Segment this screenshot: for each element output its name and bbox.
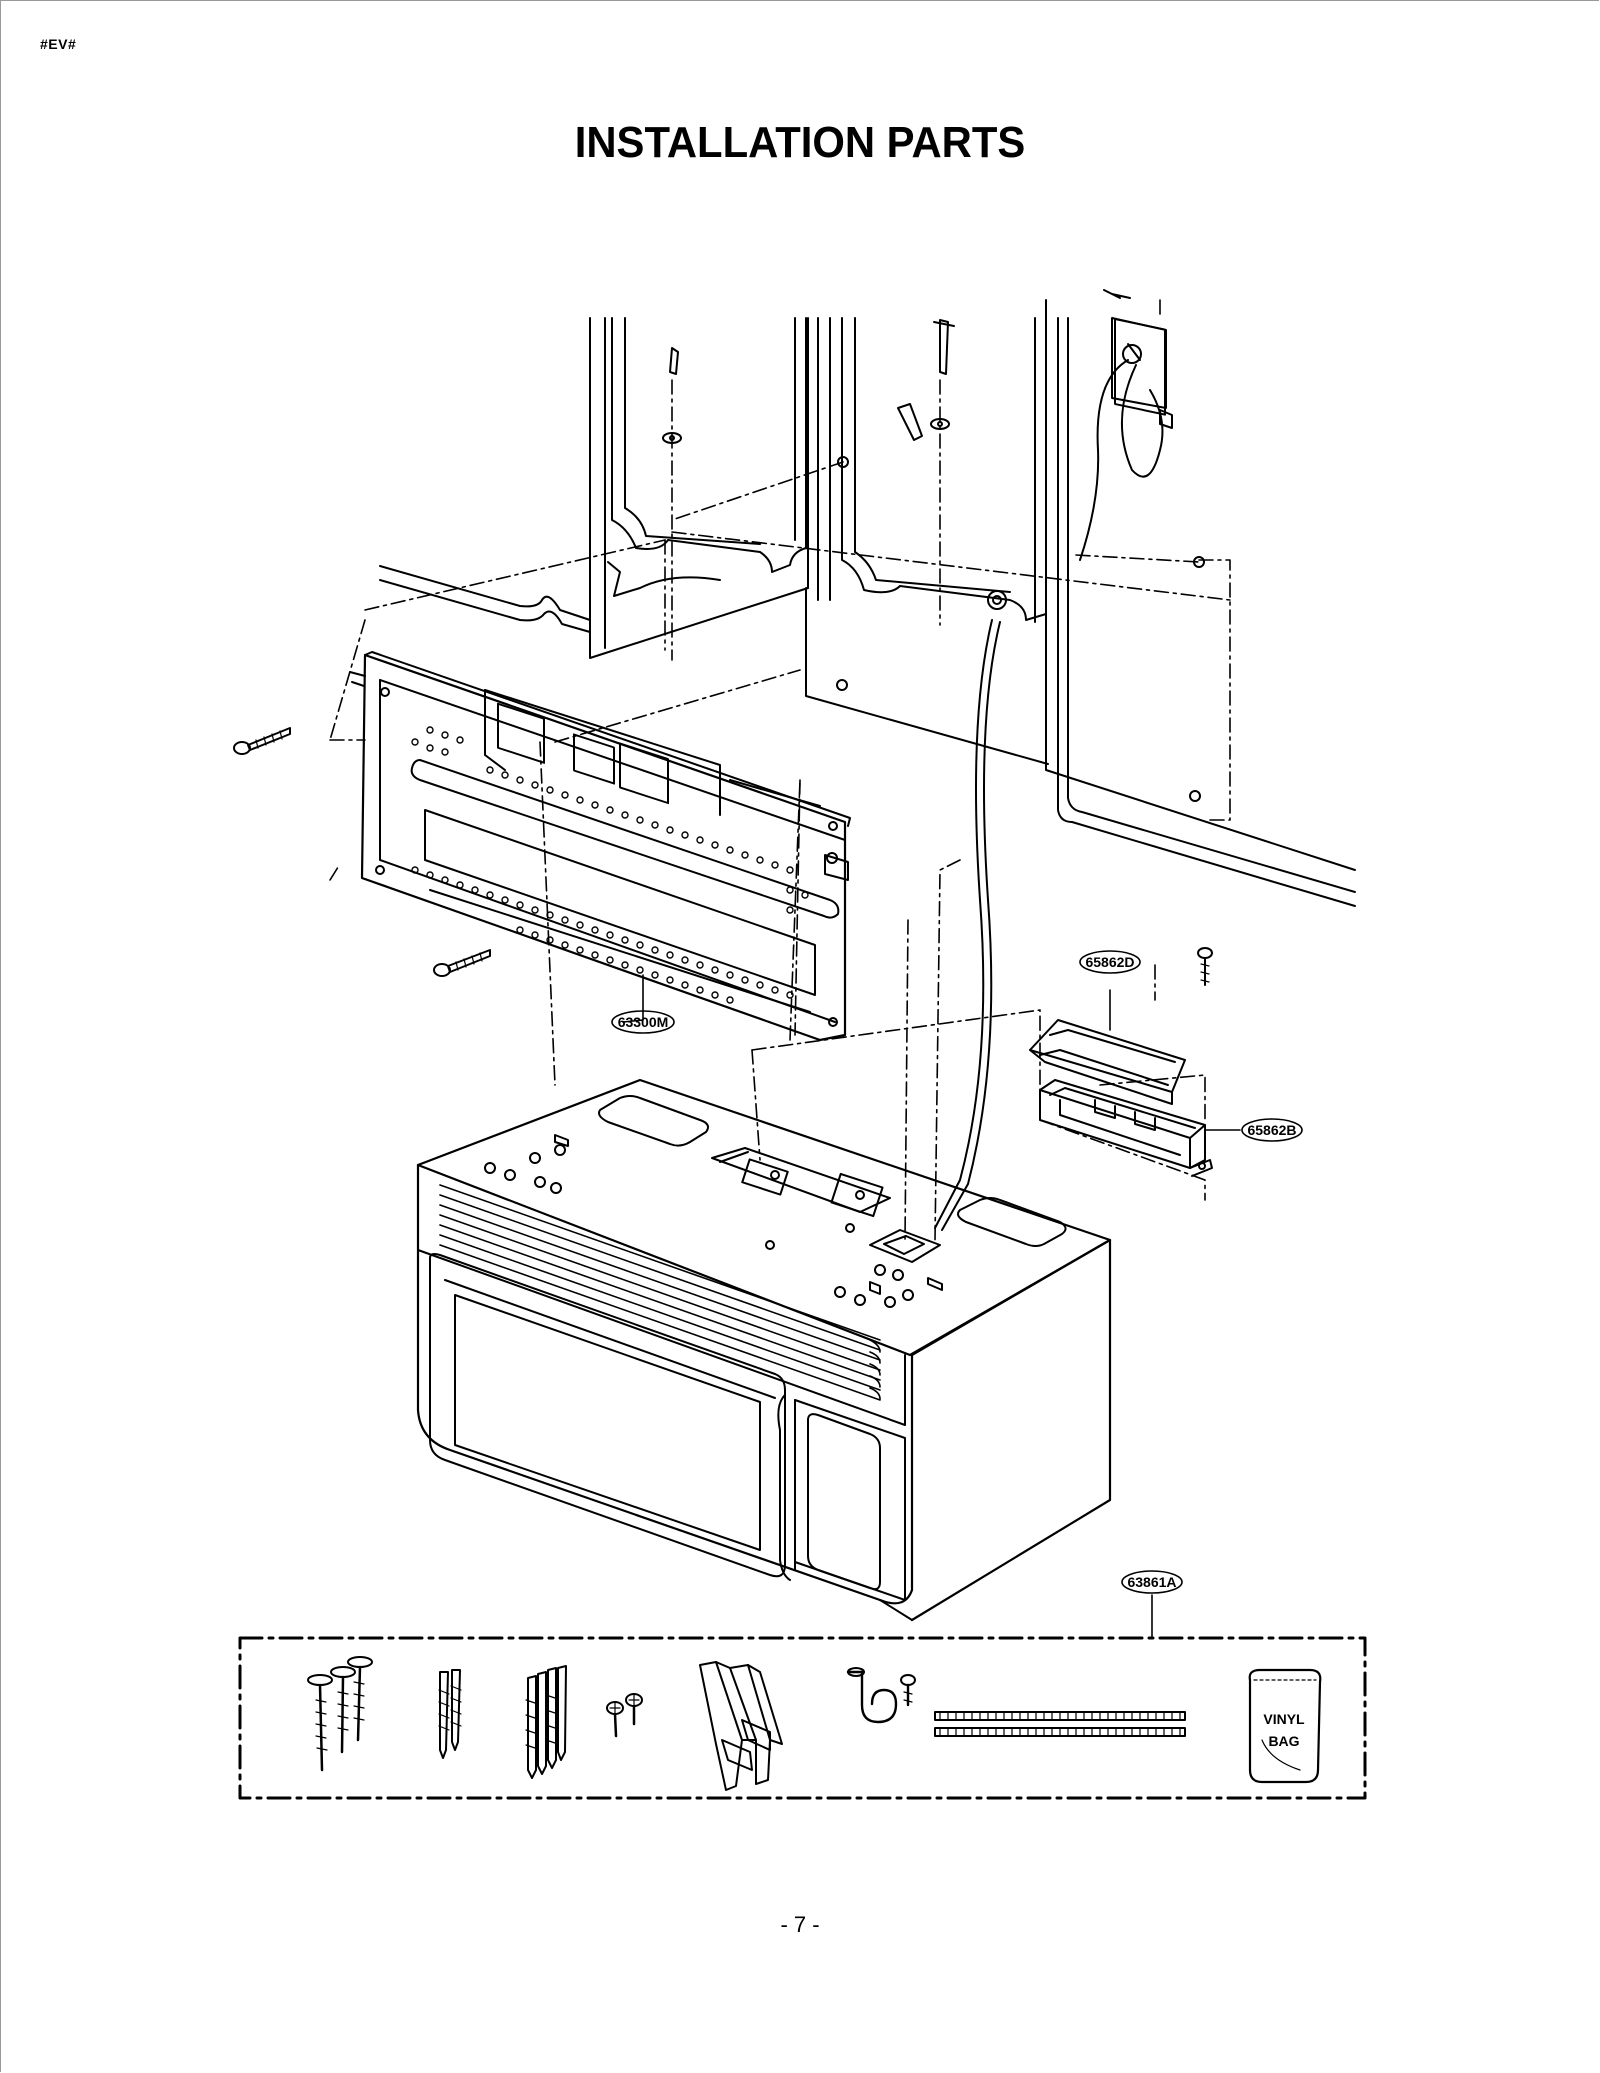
plate-holes	[411, 726, 809, 1004]
vinyl-bag-icon: VINYL BAG	[1248, 1668, 1322, 1784]
vinyl-bag-label-line1: VINYL	[1263, 1711, 1305, 1727]
vinyl-bag-label-line2: BAG	[1268, 1733, 1299, 1749]
tape-strip-icon	[934, 1711, 1186, 1737]
wood-screw-icon	[433, 949, 491, 977]
page-title: INSTALLATION PARTS	[574, 118, 1026, 167]
damper-screw-icon	[1197, 947, 1213, 986]
damper-housing	[1039, 1079, 1213, 1177]
top-damper	[1029, 1019, 1186, 1105]
installation-kit: VINYL BAG	[307, 1656, 1322, 1791]
toggle-bolt-icon	[307, 1656, 373, 1772]
toggle-wing-icon	[699, 1661, 783, 1791]
lag-bolt-icon	[525, 1665, 567, 1779]
part-label-63861a: 63861A	[1127, 1574, 1176, 1590]
mounting-plate	[349, 651, 851, 1042]
microwave-oven	[416, 1078, 1112, 1622]
part-label-63300m: 63300M	[618, 1014, 669, 1030]
wood-screw-icon	[233, 727, 291, 755]
document-code: #EV#	[40, 36, 77, 52]
part-label-65862b: 65862B	[1247, 1122, 1296, 1138]
machine-screw-icon	[606, 1693, 643, 1738]
part-label-65862d: 65862D	[1085, 954, 1134, 970]
cord-clamp-icon	[846, 1667, 916, 1724]
wood-screw-pair-icon	[438, 1669, 462, 1759]
page-number: - 7 -	[780, 1912, 820, 1937]
